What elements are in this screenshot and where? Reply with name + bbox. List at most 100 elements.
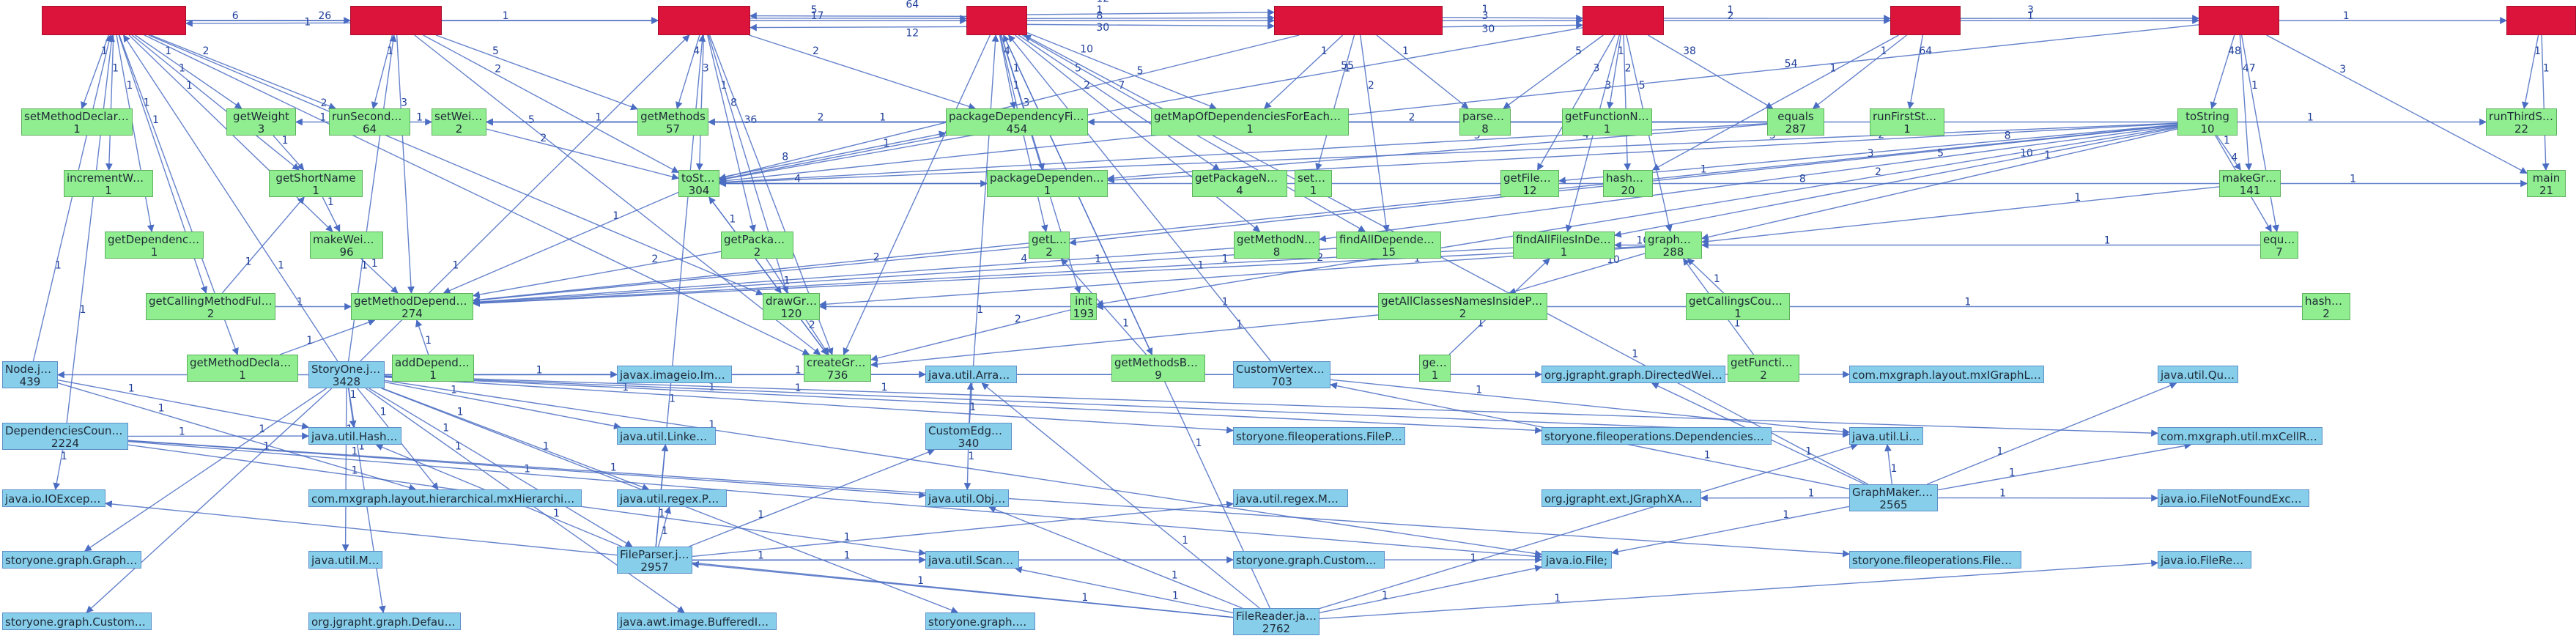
class-node[interactable]: storyone.graph.Node; xyxy=(925,612,1035,630)
package-header-node[interactable] xyxy=(2506,6,2576,35)
class-node[interactable]: org.jgrapht.graph.DefaultEdge; xyxy=(308,612,461,630)
method-node[interactable]: getCallingMethodFullName2 xyxy=(146,293,275,320)
class-node[interactable]: java.io.FileNotFoundException; xyxy=(2158,489,2309,507)
method-node[interactable]: getMethodsBodies9 xyxy=(1111,355,1205,382)
method-node[interactable]: runSecondStory64 xyxy=(329,108,410,136)
package-header-node[interactable] xyxy=(966,6,1027,35)
package-header-node[interactable] xyxy=(42,6,186,35)
method-node[interactable]: runThirdStory22 xyxy=(2486,108,2557,136)
method-node[interactable]: getMethodName8 xyxy=(1234,232,1320,259)
class-node[interactable]: org.jgrapht.graph.DirectedWeightedM xyxy=(1541,366,1725,383)
class-node[interactable]: java.io.FileReader; xyxy=(2158,551,2251,569)
class-node[interactable]: java.util.HashMap; xyxy=(308,427,401,445)
dependency-edge xyxy=(999,34,1017,109)
method-node[interactable]: getDir1 xyxy=(1419,355,1451,382)
class-node[interactable]: java.util.Queue; xyxy=(2158,366,2238,383)
method-node[interactable]: setMethodDeclaration1 xyxy=(21,108,133,136)
class-node[interactable]: javax.imageio.ImageIO; xyxy=(617,366,732,383)
method-node[interactable]: getFileName12 xyxy=(1500,170,1559,197)
method-node[interactable]: getMethodDependencies274 xyxy=(351,293,473,320)
class-node[interactable]: storyone.graph.GraphMaker; xyxy=(2,551,141,569)
method-node[interactable]: getMethodDeclaration1 xyxy=(187,355,298,382)
method-node[interactable]: setSize1 xyxy=(1295,170,1332,197)
class-node[interactable]: storyone.graph.CustomEdge; xyxy=(2,612,152,630)
class-node[interactable]: java.io.IOException; xyxy=(2,489,106,507)
class-node[interactable]: java.util.List; xyxy=(1849,427,1923,445)
dependency-edge xyxy=(1264,34,1344,109)
class-node[interactable]: storyone.graph.CustomVertex; xyxy=(1233,551,1385,569)
method-node[interactable]: hashCode2 xyxy=(2302,293,2350,320)
edge-weight-label: 1 xyxy=(278,259,284,271)
method-node[interactable]: addDependency1 xyxy=(392,355,474,382)
class-node[interactable]: storyone.fileoperations.FileReader; xyxy=(1849,551,2021,569)
package-header-node[interactable] xyxy=(1890,6,1961,35)
class-node[interactable]: DependenciesCounter.java2224 xyxy=(2,423,128,450)
package-header-node[interactable] xyxy=(2199,6,2279,35)
edge-weight-label: 1 xyxy=(1096,4,1103,16)
class-node[interactable]: com.mxgraph.util.mxCellRenderer; xyxy=(2158,427,2323,445)
dependency-edge xyxy=(148,34,763,296)
class-node[interactable]: java.awt.image.BufferedImage; xyxy=(617,612,777,630)
class-node[interactable]: storyone.fileoperations.DependenciesCoun… xyxy=(1541,427,1772,445)
edge-weight-label: 1 xyxy=(795,382,802,394)
method-node[interactable]: getDependencyMap1 xyxy=(105,232,204,259)
method-node[interactable]: findAllDependencies15 xyxy=(1336,232,1441,259)
package-header-node[interactable] xyxy=(1583,6,1664,35)
class-node[interactable]: java.util.LinkedList; xyxy=(617,427,716,445)
class-node[interactable]: java.util.Objects; xyxy=(925,489,1009,507)
method-node[interactable]: drawGraph120 xyxy=(763,293,820,320)
edge-weight-label: 1 xyxy=(304,16,311,28)
class-node[interactable]: com.mxgraph.layout.mxIGraphLayout; xyxy=(1849,366,2044,383)
class-node[interactable]: java.util.regex.Matcher; xyxy=(1233,489,1348,507)
node-name: getMethodDependencies xyxy=(354,295,473,308)
method-node[interactable]: toString304 xyxy=(678,170,719,197)
class-node[interactable]: java.util.Map; xyxy=(308,551,382,569)
class-node[interactable]: storyone.fileoperations.FileParser; xyxy=(1233,427,1405,445)
method-node[interactable]: getFunctionName1 xyxy=(1562,108,1652,136)
class-node[interactable]: java.util.Scanner; xyxy=(925,551,1019,569)
node-name: runSecondStory xyxy=(332,110,410,123)
method-node[interactable]: hashCode20 xyxy=(1603,170,1653,197)
package-header-node[interactable] xyxy=(350,6,442,35)
package-header-node[interactable] xyxy=(1274,6,1443,35)
method-node[interactable]: graphDraw288 xyxy=(1645,232,1702,259)
class-node[interactable]: com.mxgraph.layout.hierarchical.mxHierar… xyxy=(308,489,582,507)
package-header-node[interactable] xyxy=(658,6,750,35)
class-node[interactable]: java.util.regex.Pattern; xyxy=(617,489,727,507)
class-node[interactable]: java.util.ArrayList; xyxy=(925,366,1017,383)
class-node[interactable]: CustomEdge.java340 xyxy=(925,423,1012,450)
class-node[interactable]: java.io.File; xyxy=(1541,551,1612,569)
class-node[interactable]: org.jgrapht.ext.JGraphXAdapter; xyxy=(1541,489,1701,507)
